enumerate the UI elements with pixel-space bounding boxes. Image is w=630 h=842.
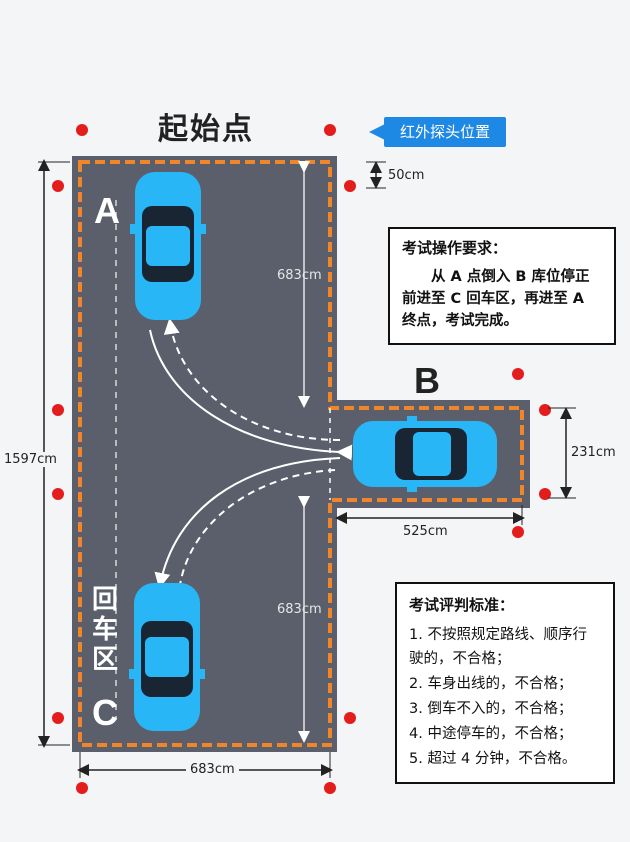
car-a-icon [130,172,206,320]
course-boundary [78,160,524,747]
callout-pointer-icon [369,124,385,140]
dim-525: 525cm [403,524,448,539]
dim-683-top: 683cm [277,268,322,283]
criteria-item: 2. 车身出线的，不合格； [409,676,573,692]
return-zone-label: 回车区 [91,585,118,675]
criteria-item: 5. 超过 4 分钟，不合格。 [409,751,577,767]
sensor-icon [324,124,336,136]
dim-683-width: 683cm [186,762,239,777]
sensor-position-callout: 红外探头位置 [384,117,506,147]
sensor-icon [52,488,64,500]
car-b-icon [353,416,497,492]
sensor-icon [52,180,64,192]
car-c-icon [129,583,205,731]
sensor-icon [324,782,336,794]
criteria-item: 4. 中途停车的，不合格； [409,726,573,742]
forward-path-arrow [154,457,341,589]
dim-231: 231cm [571,445,616,460]
sensor-icon [344,180,356,192]
dim-1597: 1597cm [4,452,57,467]
forward-path-arrow-dashed [179,469,336,586]
sensor-icon [539,404,551,416]
sensor-icon [512,526,524,538]
operation-heading: 考试操作要求： [402,239,508,257]
operation-body: 从 A 点倒入 B 库位停正前进至 C 回车区，再进至 A 终点，考试完成。 [402,269,590,329]
dim-50: 50cm [388,168,425,183]
label-c: C [92,692,118,733]
sensor-icon [344,712,356,724]
sensor-dots [52,124,551,794]
criteria-box: 考试评判标准： 1. 不按照规定路线、顺序行驶的，不合格； 2. 车身出线的，不… [395,582,615,784]
start-point-title: 起始点 [158,112,254,147]
reverse-path-arrow-solid [149,329,353,461]
operation-requirements-box: 考试操作要求： 从 A 点倒入 B 库位停正前进至 C 回车区，再进至 A 终点… [388,227,616,345]
label-a: A [94,190,120,231]
criteria-heading: 考试评判标准： [409,596,515,614]
sensor-icon [539,488,551,500]
sensor-icon [52,712,64,724]
reverse-path-arrow [163,318,341,441]
sensor-icon [512,368,524,380]
criteria-item: 3. 倒车不入的，不合格； [409,701,573,717]
sensor-icon [52,404,64,416]
label-b: B [414,360,440,401]
sensor-icon [76,124,88,136]
sensor-icon [76,782,88,794]
dim-683-bottom: 683cm [277,602,322,617]
criteria-item: 1. 不按照规定路线、顺序行驶的，不合格； [409,627,587,667]
